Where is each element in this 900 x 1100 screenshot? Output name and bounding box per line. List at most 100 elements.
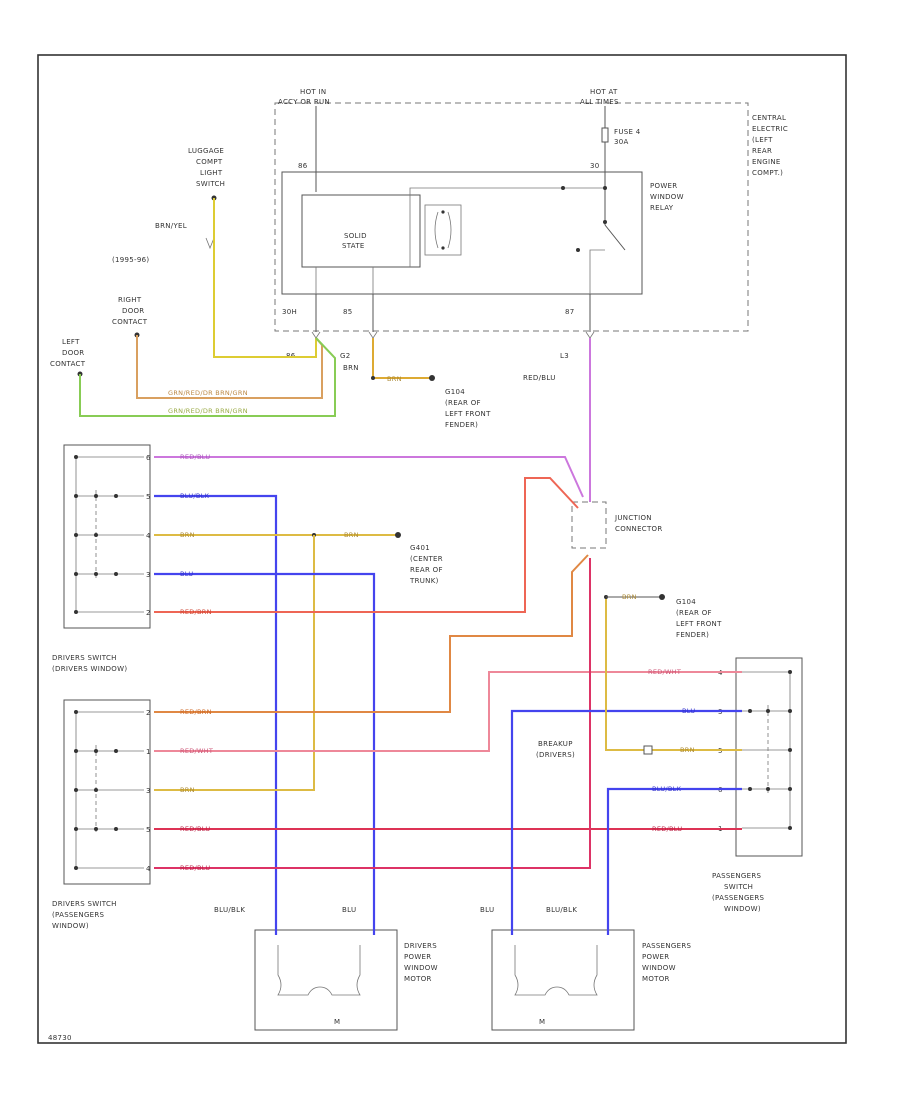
passengers-motor-symbol bbox=[514, 945, 598, 996]
drivers-power-window-motor bbox=[254, 929, 398, 1031]
svg-text:WINDOW: WINDOW bbox=[650, 193, 684, 201]
fuse-label: FUSE 4 30A bbox=[614, 128, 640, 146]
svg-text:WINDOW: WINDOW bbox=[404, 964, 438, 972]
wire-label-red-brn2: RED/BRN bbox=[180, 708, 212, 716]
wire-label-red-blu2: RED/BLU bbox=[180, 825, 210, 833]
wire-label-grn-red-brn2: GRN/RED/DR BRN/GRN bbox=[168, 407, 248, 415]
svg-text:JUNCTION: JUNCTION bbox=[614, 514, 652, 522]
hot-at-all-times-label: HOT AT ALL TIMES bbox=[580, 88, 619, 106]
svg-text:G104: G104 bbox=[445, 388, 465, 396]
relay-contact bbox=[604, 224, 626, 251]
red-blu-label: RED/BLU bbox=[523, 374, 556, 382]
svg-text:HOT IN: HOT IN bbox=[300, 88, 326, 96]
l3-label: L3 bbox=[560, 352, 569, 360]
svg-text:TRUNK): TRUNK) bbox=[409, 577, 439, 585]
svg-text:DOOR: DOOR bbox=[62, 349, 84, 357]
drivers-switch-passengers-label: DRIVERS SWITCH (PASSENGERS WINDOW) bbox=[52, 900, 117, 930]
motor-wire-label-blu-blk: BLU/BLK bbox=[214, 906, 245, 914]
breakup-label: BREAKUP (DRIVERS) bbox=[536, 740, 575, 759]
drivers-switch-pass-internals bbox=[74, 710, 144, 870]
wire-label-brn3: BRN bbox=[680, 746, 695, 754]
svg-text:FENDER): FENDER) bbox=[445, 421, 478, 429]
luggage-switch-wire bbox=[213, 198, 317, 358]
g2-label: G2 bbox=[340, 352, 350, 360]
svg-text:4: 4 bbox=[146, 532, 151, 540]
svg-text:SOLID: SOLID bbox=[344, 232, 367, 240]
svg-text:4: 4 bbox=[146, 865, 151, 873]
svg-text:DRIVERS: DRIVERS bbox=[404, 942, 437, 950]
drivers-switch-drivers-label: DRIVERS SWITCH (DRIVERS WINDOW) bbox=[52, 654, 127, 673]
svg-text:CONNECTOR: CONNECTOR bbox=[615, 525, 663, 533]
junction-connector-label: JUNCTION CONNECTOR bbox=[614, 514, 663, 533]
relay-coil bbox=[424, 204, 462, 256]
solid-state-label: SOLID STATE bbox=[342, 232, 367, 250]
wire-label-red-blu4: RED/BLU bbox=[652, 825, 682, 833]
svg-text:(PASSENGERS: (PASSENGERS bbox=[712, 894, 765, 902]
drivers-motor-label: DRIVERS POWER WINDOW MOTOR bbox=[404, 942, 438, 983]
pin-86-label: 86 bbox=[298, 162, 308, 170]
svg-text:3: 3 bbox=[146, 787, 151, 795]
svg-text:(PASSENGERS: (PASSENGERS bbox=[52, 911, 105, 919]
wire-label-brn: BRN bbox=[180, 531, 195, 539]
svg-text:3: 3 bbox=[146, 571, 151, 579]
wire-label-blu3: BLU bbox=[682, 707, 695, 715]
svg-text:30A: 30A bbox=[614, 138, 629, 146]
luggage-light-switch-label: LUGGAGE COMPT LIGHT SWITCH bbox=[188, 147, 225, 188]
svg-text:2: 2 bbox=[146, 609, 151, 617]
models-label: (1995-96) bbox=[112, 256, 149, 264]
svg-text:LIGHT: LIGHT bbox=[200, 169, 223, 177]
svg-text:(LEFT: (LEFT bbox=[752, 136, 773, 144]
wire-d1-red-blu bbox=[154, 456, 584, 498]
svg-text:BREAKUP: BREAKUP bbox=[538, 740, 573, 748]
power-window-relay-label: POWER WINDOW RELAY bbox=[650, 182, 684, 212]
wire-d2-red-blu-junction bbox=[154, 558, 591, 869]
svg-text:(REAR OF: (REAR OF bbox=[676, 609, 712, 617]
wire-label-red-blu: RED/BLU bbox=[180, 453, 210, 461]
wire-label-blu-blk: BLU/BLK bbox=[180, 492, 210, 500]
wire-p-blu bbox=[510, 709, 742, 935]
svg-text:DRIVERS SWITCH: DRIVERS SWITCH bbox=[52, 654, 117, 662]
pin-85-label: 85 bbox=[343, 308, 353, 316]
svg-text:(DRIVERS): (DRIVERS) bbox=[536, 751, 575, 759]
wire-label-grn-red-brn: GRN/RED/DR BRN/GRN bbox=[168, 389, 248, 397]
wire-d1-blu bbox=[154, 572, 376, 935]
svg-text:POWER: POWER bbox=[650, 182, 677, 190]
svg-text:(DRIVERS WINDOW): (DRIVERS WINDOW) bbox=[52, 665, 127, 673]
passengers-switch bbox=[735, 657, 803, 857]
passengers-motor-m: M bbox=[539, 1018, 545, 1026]
svg-text:2: 2 bbox=[146, 709, 151, 717]
footer-code: 48730 bbox=[48, 1034, 72, 1042]
svg-text:RELAY: RELAY bbox=[650, 204, 674, 212]
passengers-switch-internals bbox=[742, 670, 792, 830]
ground-g104-label: G104 (REAR OF LEFT FRONT FENDER) bbox=[445, 388, 491, 429]
svg-text:POWER: POWER bbox=[404, 953, 431, 961]
wire-label-brn2: BRN bbox=[180, 786, 195, 794]
svg-text:REAR: REAR bbox=[752, 147, 772, 155]
drivers-motor-m: M bbox=[334, 1018, 340, 1026]
wire-label-brn-g401: BRN bbox=[344, 531, 359, 539]
ground-g104b-label: G104 (REAR OF LEFT FRONT FENDER) bbox=[676, 598, 722, 639]
svg-text:POWER: POWER bbox=[642, 953, 669, 961]
svg-text:WINDOW: WINDOW bbox=[642, 964, 676, 972]
svg-text:COMPT.): COMPT.) bbox=[752, 169, 783, 177]
ground-g401-label: G401 (CENTER REAR OF TRUNK) bbox=[409, 544, 443, 585]
svg-text:G401: G401 bbox=[410, 544, 430, 552]
svg-text:FENDER): FENDER) bbox=[676, 631, 709, 639]
svg-text:SWITCH: SWITCH bbox=[724, 883, 753, 891]
junction-connector bbox=[571, 501, 607, 549]
svg-text:DOOR: DOOR bbox=[122, 307, 144, 315]
svg-text:REAR OF: REAR OF bbox=[410, 566, 443, 574]
wire-label-red-blu3: RED/BLU bbox=[180, 864, 210, 872]
svg-text:LUGGAGE: LUGGAGE bbox=[188, 147, 224, 155]
wire-label-blu-blk3: BLU/BLK bbox=[652, 785, 682, 793]
svg-text:PASSENGERS: PASSENGERS bbox=[642, 942, 692, 950]
pin-30h-label: 30H bbox=[282, 308, 297, 316]
left-door-contact-label: LEFT DOOR CONTACT bbox=[50, 338, 85, 368]
svg-text:1: 1 bbox=[146, 748, 151, 756]
right-door-contact-label: RIGHT DOOR CONTACT bbox=[112, 296, 147, 326]
wire-d2-brn bbox=[154, 535, 315, 791]
svg-text:DRIVERS SWITCH: DRIVERS SWITCH bbox=[52, 900, 117, 908]
wire-d1-red-brn bbox=[154, 477, 579, 613]
relay-output-line bbox=[589, 249, 605, 294]
